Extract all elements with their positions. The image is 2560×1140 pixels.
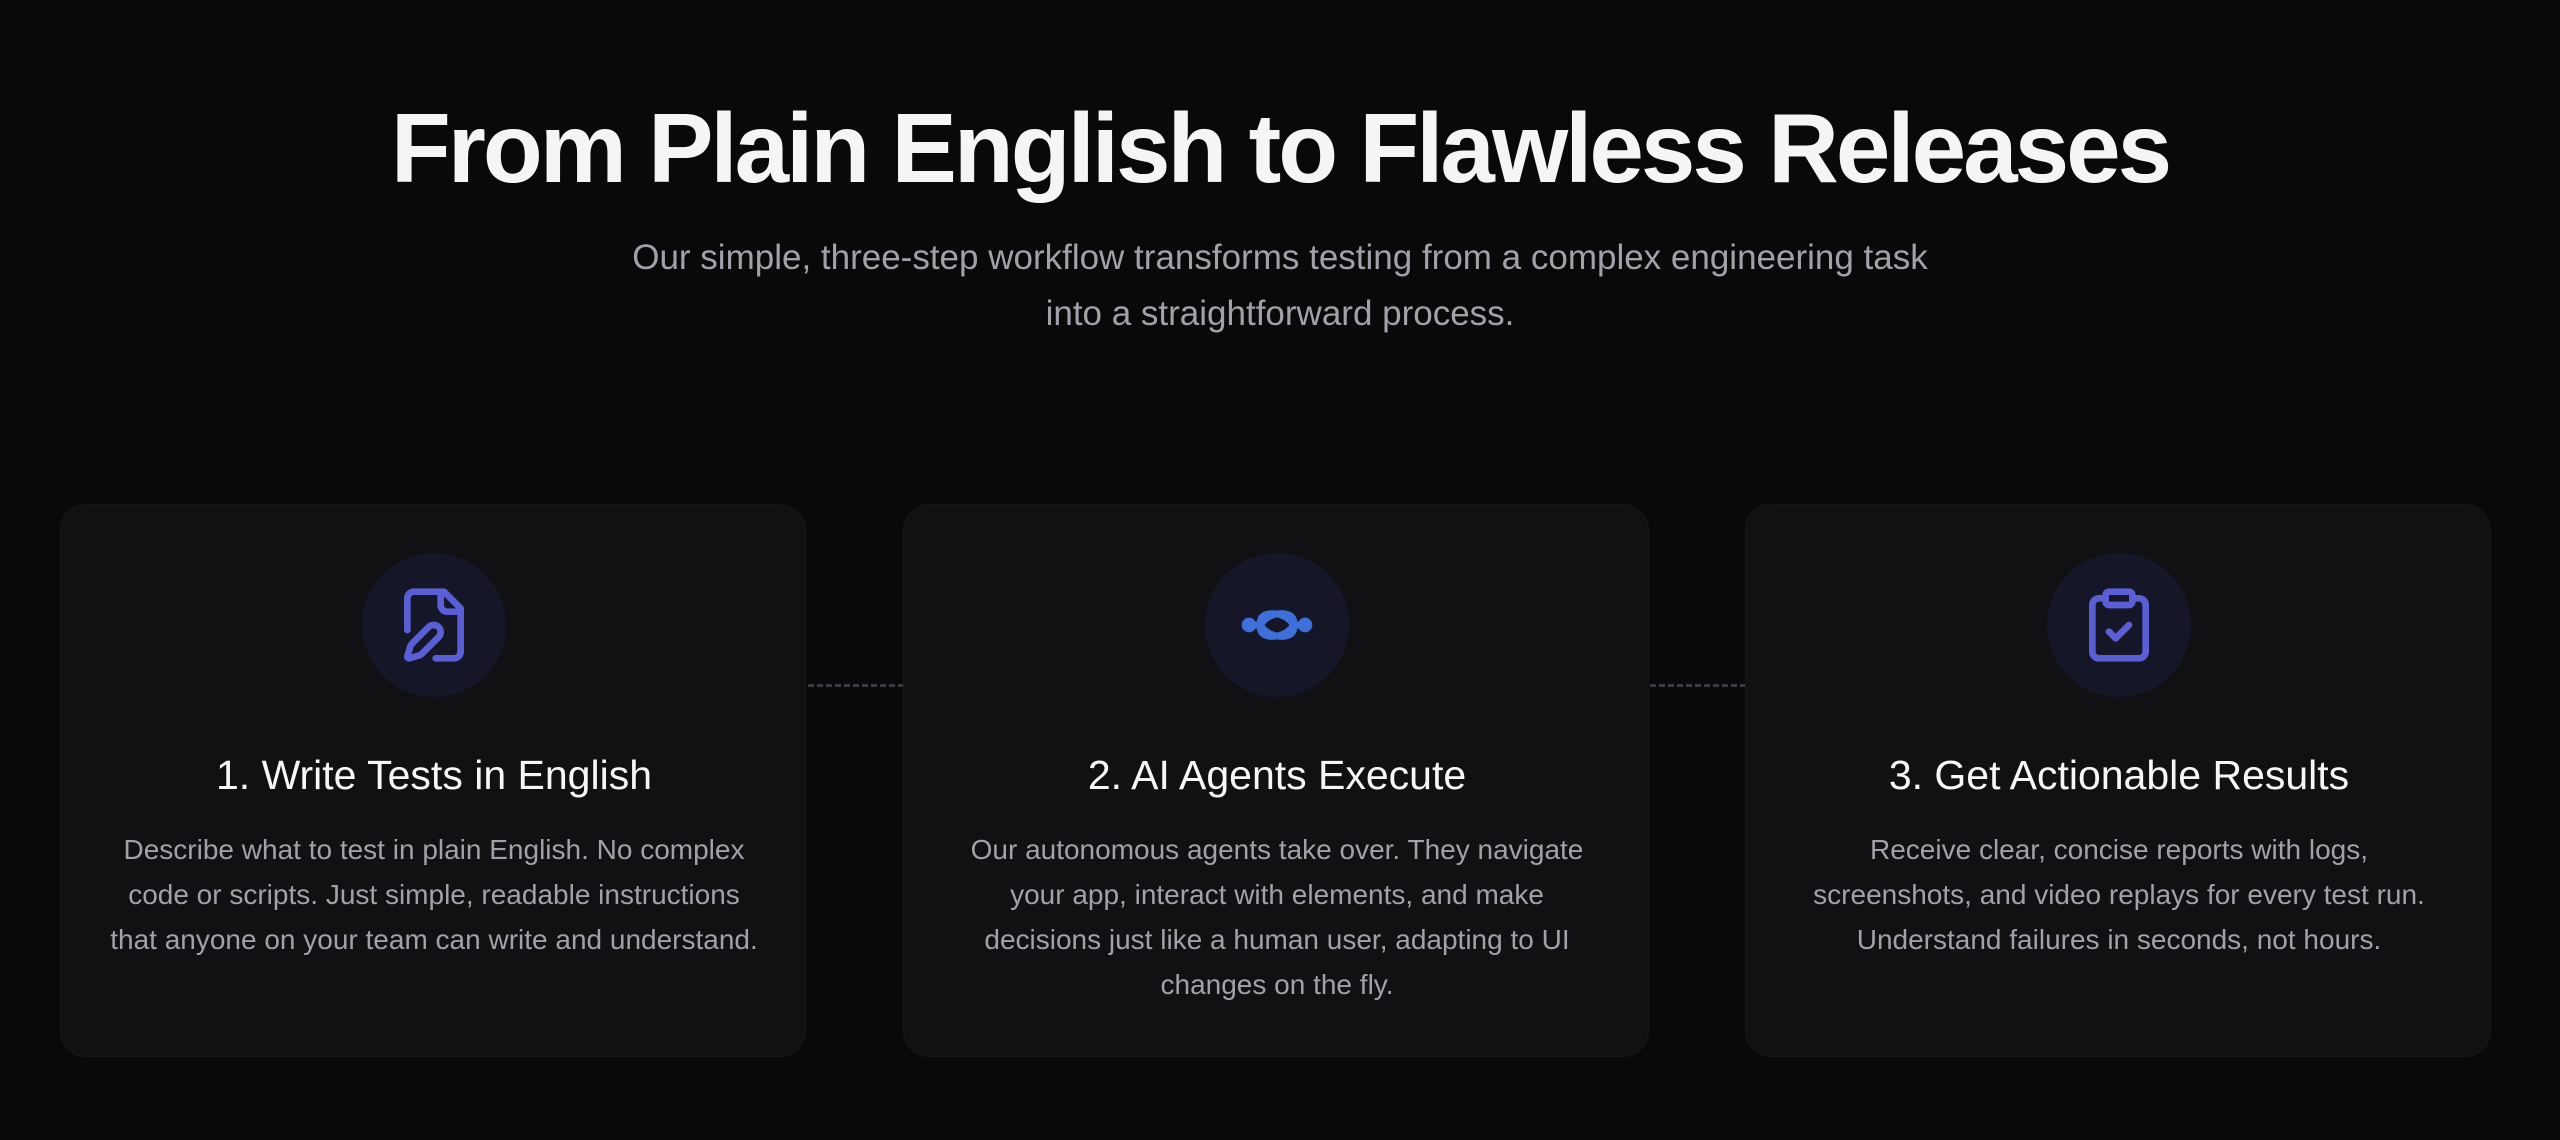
step-card-write-tests: 1. Write Tests in English Describe what … bbox=[60, 504, 806, 1057]
step-2-description: Our autonomous agents take over. They na… bbox=[970, 834, 1584, 1000]
section-title: From Plain English to Flawless Releases bbox=[390, 93, 2172, 203]
step-1-icon-badge bbox=[362, 553, 506, 697]
step-card-results: 3. Get Actionable Results Receive clear,… bbox=[1745, 504, 2491, 1057]
step-card-ai-agents: 2. AI Agents Execute Our autonomous agen… bbox=[903, 504, 1649, 1057]
step-connector-1-2 bbox=[808, 684, 904, 687]
orbit-icon bbox=[1241, 610, 1313, 640]
section-subtitle: Our simple, three-step workflow transfor… bbox=[632, 238, 1928, 333]
step-1-title: 1. Write Tests in English bbox=[215, 752, 652, 798]
step-connector-2-3 bbox=[1650, 684, 1746, 687]
clipboard-check-icon bbox=[2089, 588, 2149, 662]
step-3-title: 3. Get Actionable Results bbox=[1888, 752, 2350, 798]
step-2-icon-badge bbox=[1205, 553, 1349, 697]
file-pen-icon bbox=[404, 588, 464, 662]
step-1-description: Describe what to test in plain English. … bbox=[110, 834, 758, 955]
step-3-description: Receive clear, concise reports with logs… bbox=[1813, 834, 2425, 955]
step-2-title: 2. AI Agents Execute bbox=[1087, 752, 1467, 798]
step-3-icon-badge bbox=[2047, 553, 2191, 697]
